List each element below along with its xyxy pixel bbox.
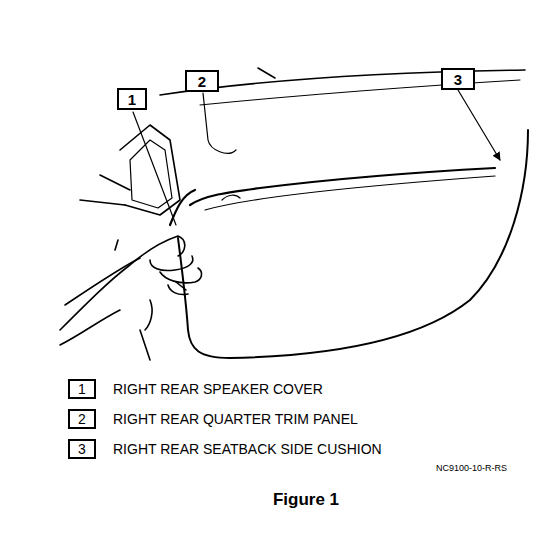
callout-number: 2: [198, 73, 206, 90]
callout-number: 3: [78, 441, 86, 457]
callout-box: 3: [441, 68, 475, 90]
part-name: RIGHT REAR SPEAKER COVER: [113, 381, 323, 397]
callout-box: 2: [68, 409, 96, 429]
callout-number: 1: [128, 91, 136, 108]
callout-number: 2: [78, 411, 86, 427]
callout-box: 3: [68, 439, 96, 459]
callout-number: 1: [78, 381, 86, 397]
figure-code: NC9100-10-R-RS: [436, 463, 507, 473]
part-name: RIGHT REAR QUARTER TRIM PANEL: [113, 411, 358, 427]
figure-caption: Figure 1: [273, 490, 339, 510]
callout-box: 2: [185, 70, 219, 92]
part-name: RIGHT REAR SEATBACK SIDE CUSHION: [113, 441, 382, 457]
callout-number: 3: [454, 71, 462, 88]
callout-box: 1: [68, 379, 96, 399]
callout-box: 1: [117, 88, 147, 110]
